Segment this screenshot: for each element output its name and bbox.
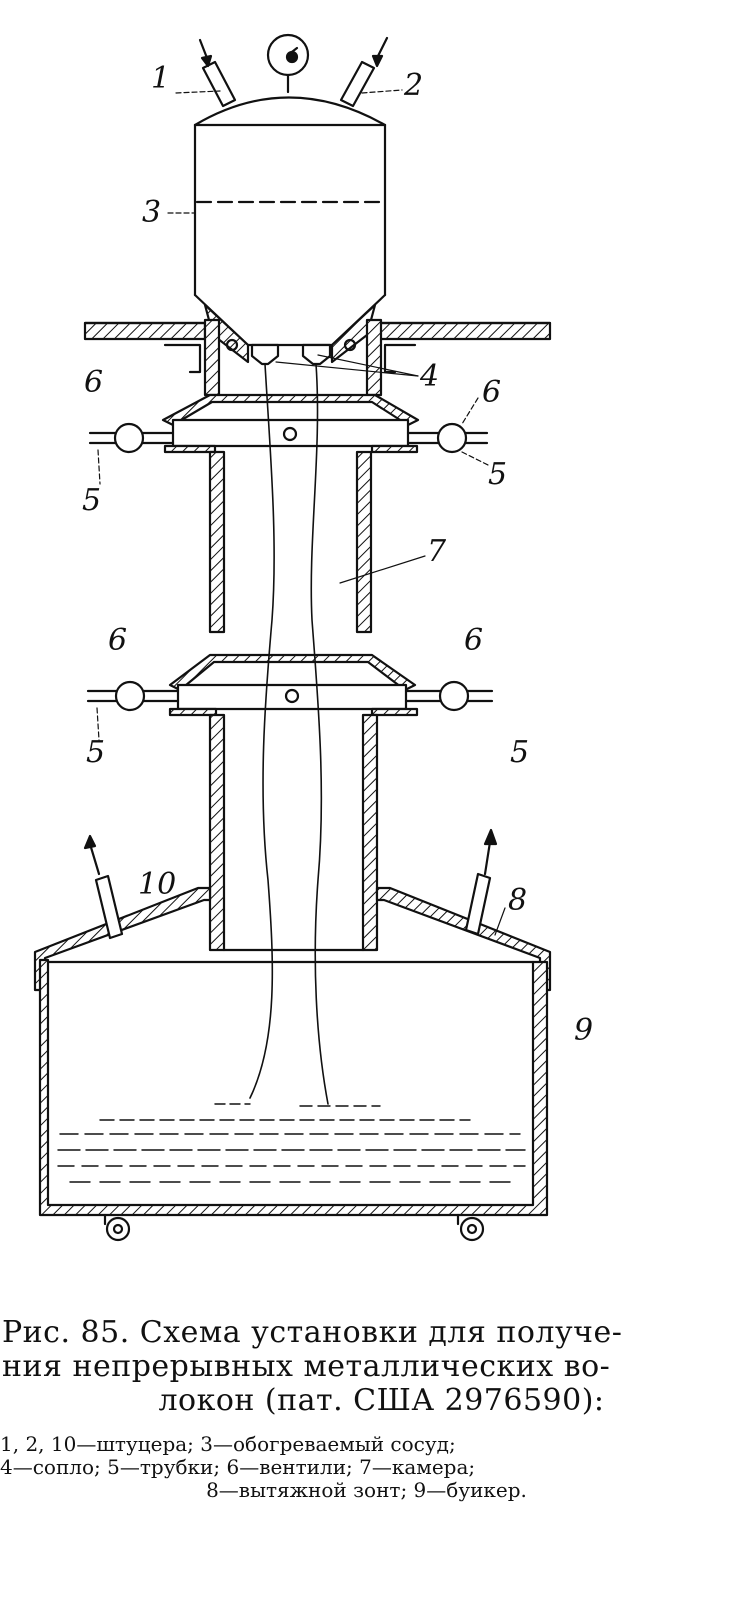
legend-line-2: 4—сопло; 5—трубки; 6—вентили; 7—камера;: [0, 1455, 476, 1479]
label-5-top-right: 5: [488, 457, 507, 492]
label-3: 3: [142, 195, 161, 230]
tube-lower-left: [86, 689, 180, 703]
apparatus-diagram: 1 2 3 4 6 6 5 5 7 6 6 5 5 10 8 9: [33, 33, 593, 1242]
tube-upper-right: [406, 431, 489, 445]
legend-line-3: 8—вытяжной зонт; 9—буикер.: [206, 1478, 527, 1502]
pressure-gauge-icon: [266, 33, 310, 94]
label-1: 1: [151, 61, 170, 96]
vessel-neck: [163, 303, 417, 397]
label-6-top-left: 6: [84, 365, 103, 400]
legend-line-1: 1, 2, 10—штуцера; 3—обогреваемый сосуд;: [0, 1432, 456, 1456]
inlet-fitting-2: [339, 36, 389, 108]
label-6-mid-right: 6: [464, 623, 483, 658]
label-2: 2: [403, 68, 423, 103]
wheel-left: [103, 1213, 131, 1242]
tube-upper-left: [88, 431, 175, 445]
chamber: [208, 450, 373, 634]
label-5-top-left: 5: [82, 483, 101, 518]
part-numbers: 1 2 3 4 6 6 5 5 7 6 6 5 5 10 8 9: [82, 61, 593, 1048]
outlet-fitting-right: [464, 828, 498, 936]
tube-lower-right: [404, 689, 494, 703]
wheel-right: [456, 1213, 485, 1242]
upper-flange: [161, 393, 420, 454]
liquid-bath: [57, 1103, 526, 1183]
metal-fibers: [249, 363, 329, 1105]
ceiling-slab: [83, 321, 552, 341]
nozzle: [250, 343, 332, 366]
valve-lower-left: [114, 680, 146, 712]
figure-caption-title: Рис. 85. Схема установки для получе- ния…: [0, 1316, 733, 1418]
heated-vessel: [193, 96, 387, 347]
valve-lower-right: [438, 680, 470, 712]
outlet-fitting-left: [83, 834, 124, 940]
label-7: 7: [427, 534, 447, 569]
label-9: 9: [574, 1013, 593, 1048]
label-6-top-right: 6: [482, 375, 501, 410]
label-10: 10: [138, 867, 176, 902]
label-5-mid-left: 5: [86, 735, 105, 770]
label-4: 4: [419, 359, 439, 394]
figure-legend: 1, 2, 10—штуцера; 3—обогреваемый сосуд; …: [0, 1433, 733, 1502]
inlet-fitting-1: [198, 38, 237, 108]
caption-title-line-1: Рис. 85. Схема установки для получе-: [2, 1315, 623, 1350]
label-5-mid-right: 5: [510, 735, 529, 770]
caption-title-line-3: локон (пат. США 2976590):: [158, 1383, 605, 1418]
label-8: 8: [508, 883, 527, 918]
chamber-lower: [208, 713, 379, 952]
valve-upper-right: [436, 422, 468, 454]
label-6-mid-left: 6: [108, 623, 127, 658]
valve-upper-left: [113, 422, 145, 454]
bunker: [38, 958, 549, 1217]
caption-title-line-2: ния непрерывных металлических во-: [2, 1349, 611, 1384]
middle-flange: [168, 653, 419, 717]
leader-lines: [96, 89, 506, 936]
